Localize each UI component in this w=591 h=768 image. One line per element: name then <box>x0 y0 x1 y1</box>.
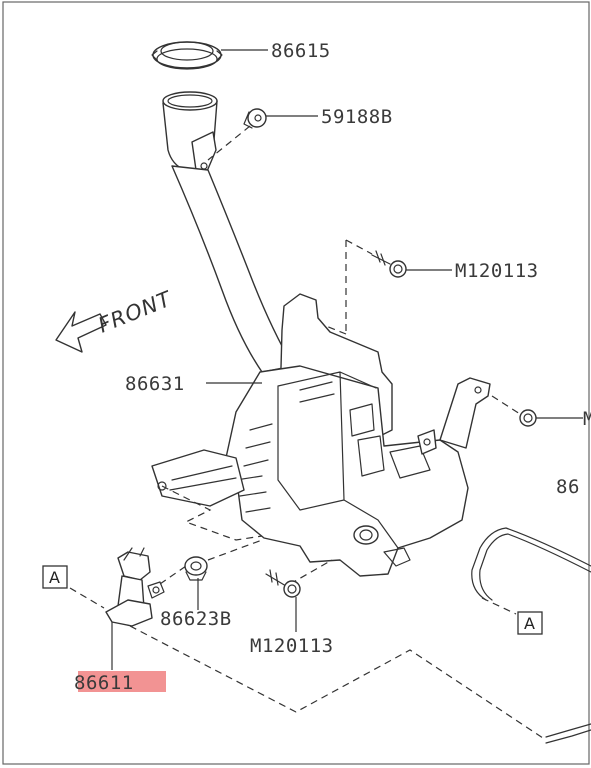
callout-86623B: 86623B <box>160 608 232 630</box>
right-side-nut <box>519 409 537 427</box>
grommet-86623B <box>184 556 208 581</box>
pump-callout-highlight <box>78 671 166 692</box>
washer-pump <box>105 547 165 627</box>
callout-59188B: 59188B <box>321 106 393 128</box>
bolt-bottom <box>265 569 301 598</box>
clip-59188B <box>243 108 267 129</box>
callout-right-M: M <box>583 408 591 430</box>
connection-tag-right: A <box>517 611 543 635</box>
callout-M120113-top: M120113 <box>455 260 539 282</box>
bolt-top <box>371 250 407 278</box>
front-arrow <box>55 311 107 353</box>
connection-tag-left: A <box>42 565 68 589</box>
callout-86631: 86631 <box>125 373 185 395</box>
callout-M120113-bottom: M120113 <box>250 635 334 657</box>
callout-86615: 86615 <box>271 40 331 62</box>
washer-tank <box>151 293 491 577</box>
front-label: FRONT <box>95 286 176 337</box>
washer-hose <box>471 527 591 744</box>
svg-text:A: A <box>49 568 60 587</box>
callout-right-86: 86 <box>556 476 580 498</box>
filler-neck <box>162 91 294 373</box>
svg-text:A: A <box>524 614 535 633</box>
filler-cap <box>151 41 223 70</box>
callout-86611: 86611 <box>74 672 134 694</box>
